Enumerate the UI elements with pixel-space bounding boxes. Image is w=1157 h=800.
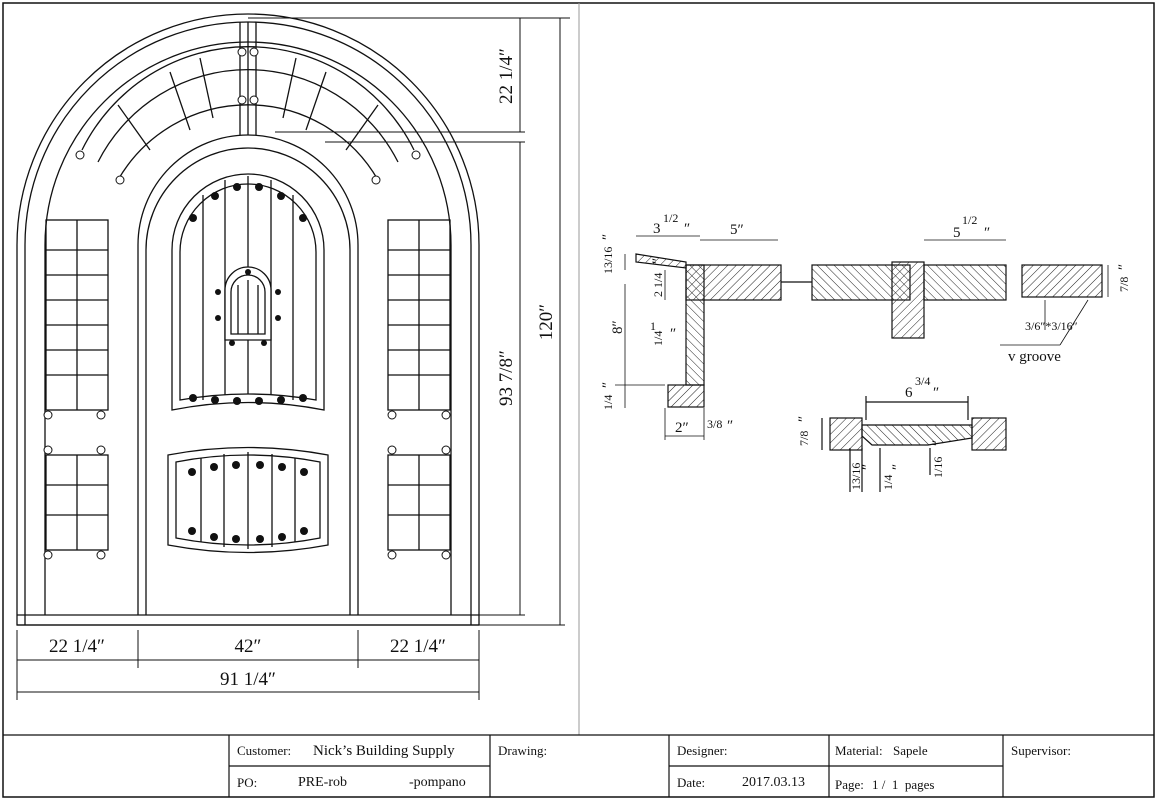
door-elevation: [16, 13, 480, 626]
po-value-1: PRE-rob: [298, 775, 347, 790]
panel-p1-frac: 13/16: [849, 463, 863, 490]
dim-g-frac: 1/4: [651, 331, 665, 346]
clavos-nails: [188, 183, 308, 543]
panel-p3-frac: 1/16: [931, 457, 945, 478]
dim-e-whole: 2: [651, 291, 665, 297]
material-label: Material:: [835, 743, 883, 758]
panel-width-whole: 6: [905, 385, 913, 401]
dim-g-unit: ″: [670, 326, 676, 342]
dim-f: 8″: [610, 320, 626, 334]
dim-door-width: 42″: [235, 636, 262, 657]
panel-p2-frac: 1/4: [881, 475, 895, 490]
drawing-label: Drawing:: [498, 743, 548, 758]
dim-e-unit: ″: [650, 258, 666, 264]
panel-width-frac: 3/4: [915, 374, 930, 388]
material-value: Sapele: [893, 743, 928, 758]
date-value: 2017.03.13: [742, 775, 805, 790]
section-dim-lines: [615, 235, 1109, 440]
dim-k-frac: 7/8: [1117, 277, 1131, 292]
title-block-grid: [3, 734, 1154, 797]
po-value-2: -pompano: [409, 775, 466, 790]
dim-overall-height: 120″: [536, 304, 557, 340]
panel-section: [821, 396, 1007, 492]
page-label: Page:: [835, 777, 864, 792]
frame-section: [635, 253, 1103, 408]
dim-b: 5″: [730, 222, 744, 238]
dim-i: 2″: [675, 420, 689, 436]
dim-c-unit: ″: [984, 225, 990, 241]
dim-d-frac: 13/16: [601, 247, 615, 274]
dim-right-sidelite: 22 1/4″: [390, 636, 446, 657]
door-frame: [145, 147, 351, 615]
dim-door-height: 93 7/8″: [496, 350, 517, 406]
dim-overall-width: 91 1/4″: [220, 669, 276, 690]
dim-c-frac: 1/2: [962, 213, 977, 227]
dim-e-frac: 1/4: [651, 273, 665, 288]
dim-k-unit: ″: [1116, 264, 1132, 270]
panel-p2-unit: ″: [890, 464, 906, 470]
panel-p1-unit: ″: [860, 464, 876, 470]
dim-j-unit: ″: [727, 418, 733, 434]
panel-thick-frac: 7/8: [797, 431, 811, 446]
customer-value: Nick’s Building Supply: [313, 743, 455, 759]
panel-width-unit: ″: [933, 385, 939, 401]
sidelite-clavos: [43, 47, 451, 560]
dim-g-whole: 1: [650, 319, 656, 333]
customer-label: Customer:: [237, 743, 292, 758]
panel-p3-unit: ″: [930, 440, 946, 446]
door-lower-panel: [167, 446, 329, 554]
groove-size: 3/6″*3/16″: [1025, 319, 1078, 333]
dim-h-frac: 1/4: [601, 395, 615, 410]
date-label: Date:: [677, 775, 706, 790]
page-value: 1 / 1 pages: [872, 777, 935, 792]
po-label: PO:: [237, 775, 258, 790]
dim-a-unit: ″: [684, 221, 690, 237]
dim-h-unit: ″: [600, 382, 616, 388]
dim-left-sidelite: 22 1/4″: [49, 636, 105, 657]
groove-label: v groove: [1008, 349, 1061, 365]
dim-d-unit: ″: [600, 234, 616, 240]
outer-frame: [16, 13, 480, 626]
dim-c-whole: 5: [953, 225, 961, 241]
dim-a-whole: 3: [653, 221, 661, 237]
panel-thick-unit: ″: [796, 416, 812, 422]
designer-label: Designer:: [677, 743, 728, 758]
dim-arch-height: 22 1/4″: [496, 48, 517, 104]
supervisor-label: Supervisor:: [1011, 743, 1071, 758]
dim-a-frac: 1/2: [663, 211, 678, 225]
elevation-dimension-lines: [16, 17, 570, 700]
dim-j-frac: 3/8: [707, 417, 722, 431]
